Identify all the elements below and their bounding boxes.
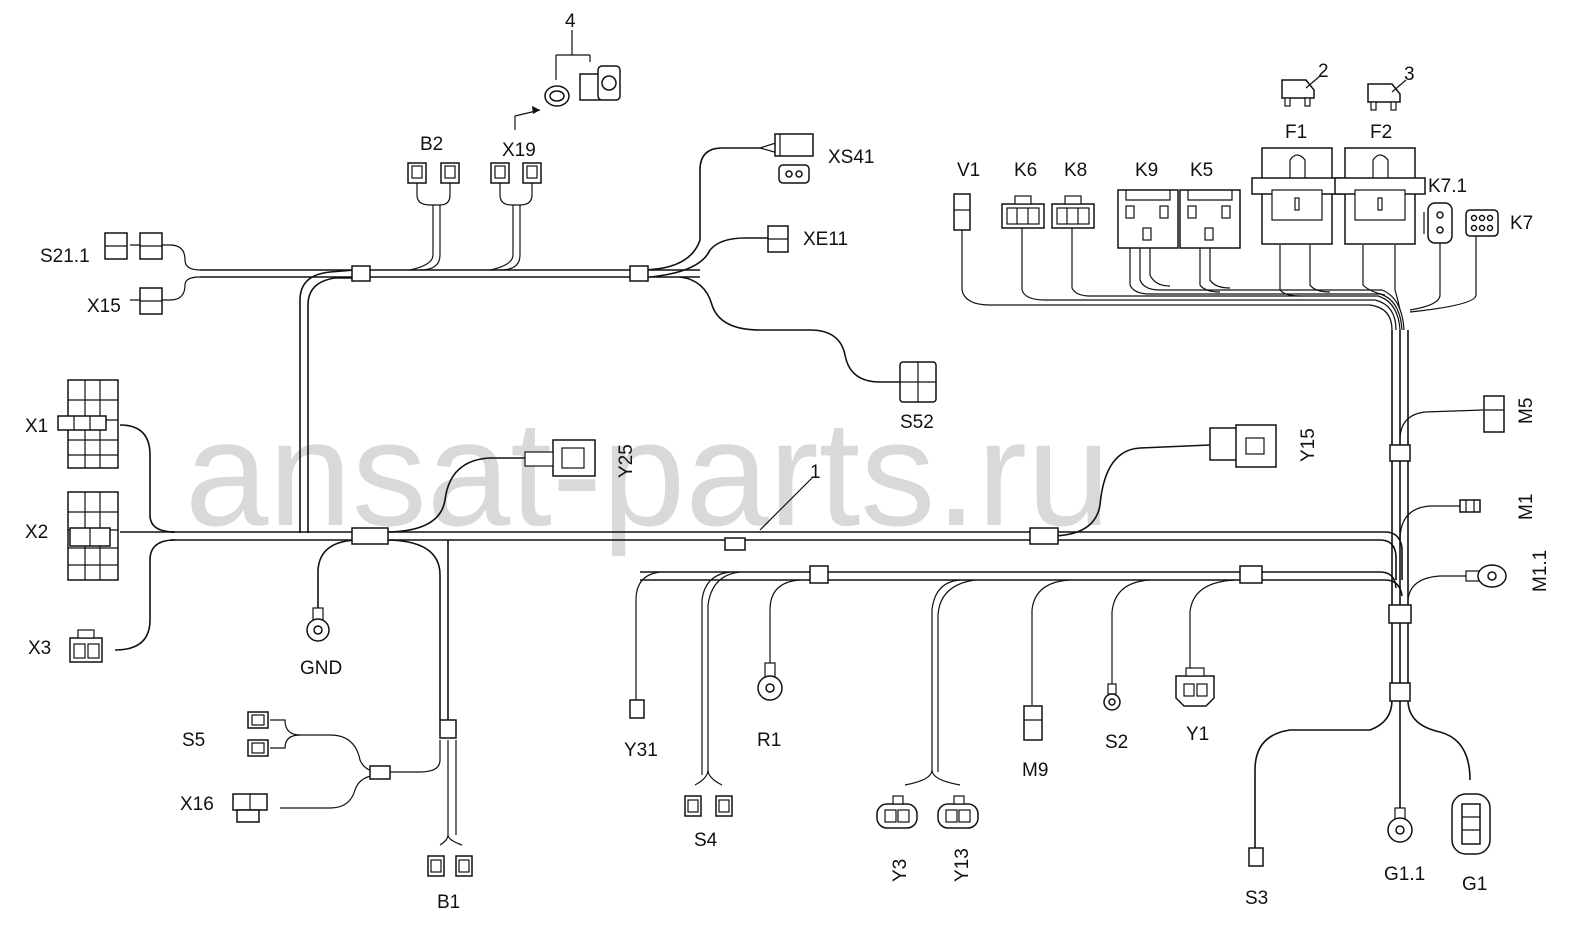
fuse-holder-F2[interactable]	[1334, 147, 1426, 245]
ring-terminal-M1-1[interactable]	[1465, 564, 1507, 588]
label-G1-1: G1.1	[1384, 864, 1425, 885]
label-X19: X19	[502, 140, 536, 161]
connector-S21-1[interactable]	[104, 232, 163, 260]
ring-terminal-GND[interactable]	[306, 607, 330, 642]
label-K8: K8	[1064, 160, 1087, 181]
harness-clips	[351, 265, 1412, 780]
connector-X19[interactable]	[490, 162, 542, 184]
part-number-2: 2	[1318, 61, 1329, 82]
label-S3: S3	[1245, 888, 1268, 909]
label-S2: S2	[1105, 732, 1128, 753]
connector-V1[interactable]	[953, 193, 971, 231]
connector-Y1[interactable]	[1175, 667, 1215, 707]
label-X15: X15	[87, 296, 121, 317]
label-Y13: Y13	[952, 848, 973, 882]
label-K9: K9	[1135, 160, 1158, 181]
connector-S4[interactable]	[684, 795, 733, 817]
label-Y31: Y31	[624, 740, 658, 761]
connector-M9[interactable]	[1023, 705, 1043, 741]
connector-XE11[interactable]	[767, 225, 789, 253]
label-G1: G1	[1462, 874, 1487, 895]
connector-Y25[interactable]	[524, 439, 596, 477]
connector-K7-1[interactable]	[1423, 202, 1453, 244]
label-K7: K7	[1510, 213, 1533, 234]
label-XS41: XS41	[828, 147, 874, 168]
ignition-switch-part-4[interactable]	[514, 30, 621, 130]
label-S4: S4	[694, 830, 718, 851]
connector-S52[interactable]	[899, 361, 937, 403]
relay-K5[interactable]	[1179, 189, 1241, 249]
label-Y3: Y3	[890, 859, 911, 882]
label-X16: X16	[180, 794, 214, 815]
relay-K6[interactable]	[1001, 195, 1045, 229]
label-F2: F2	[1370, 122, 1392, 143]
label-S52: S52	[900, 412, 934, 433]
connector-S5[interactable]	[247, 711, 269, 757]
label-Y25: Y25	[616, 444, 637, 478]
connector-B2[interactable]	[407, 162, 460, 184]
connector-G1[interactable]	[1451, 793, 1491, 855]
label-M1: M1	[1516, 494, 1537, 520]
connector-M5[interactable]	[1483, 395, 1505, 433]
ring-terminal-S2[interactable]	[1103, 683, 1121, 711]
ring-terminal-R1[interactable]	[757, 662, 783, 701]
label-K5: K5	[1190, 160, 1213, 181]
label-K6: K6	[1014, 160, 1037, 181]
connector-S3[interactable]	[1248, 847, 1264, 867]
fuse-part-3[interactable]	[1367, 79, 1407, 111]
connector-B1[interactable]	[427, 855, 473, 877]
connector-Y3[interactable]	[876, 795, 918, 829]
watermark: ansat-parts.ru	[185, 389, 1110, 557]
connector-Y13[interactable]	[937, 795, 979, 829]
part-number-4: 4	[565, 11, 576, 32]
connector-X15[interactable]	[139, 287, 163, 315]
connector-M1[interactable]	[1459, 499, 1481, 513]
label-S5: S5	[182, 730, 205, 751]
label-R1: R1	[757, 730, 781, 751]
connector-X1[interactable]	[57, 379, 119, 469]
relay-K9[interactable]	[1117, 189, 1179, 249]
label-Y15: Y15	[1298, 428, 1319, 462]
label-B2: B2	[420, 134, 443, 155]
label-B1: B1	[437, 892, 460, 913]
part-number-1: 1	[810, 462, 821, 483]
label-M1-1: M1.1	[1530, 550, 1551, 592]
connector-X3[interactable]	[69, 629, 103, 663]
connector-X2[interactable]	[67, 491, 119, 581]
label-F1: F1	[1285, 122, 1307, 143]
label-V1: V1	[957, 160, 980, 181]
relay-K8[interactable]	[1051, 195, 1095, 229]
fuse-part-2[interactable]	[1281, 75, 1321, 107]
label-X3: X3	[28, 638, 51, 659]
connector-K7[interactable]	[1465, 209, 1499, 237]
label-X2: X2	[25, 522, 48, 543]
label-XE11: XE11	[803, 229, 848, 250]
label-M9: M9	[1022, 760, 1048, 781]
connector-Y15[interactable]	[1209, 424, 1277, 468]
label-K7-1: K7.1	[1428, 176, 1467, 197]
label-X1: X1	[25, 416, 48, 437]
fuse-holder-F1[interactable]	[1251, 147, 1343, 245]
label-M5: M5	[1516, 398, 1537, 424]
label-Y1: Y1	[1186, 724, 1209, 745]
connector-X16[interactable]	[232, 793, 268, 823]
label-S21-1: S21.1	[40, 246, 90, 267]
ring-terminal-G1-1[interactable]	[1387, 807, 1413, 843]
leader-line-1	[759, 477, 813, 531]
connector-XS41[interactable]	[774, 133, 814, 184]
connector-Y31[interactable]	[629, 699, 645, 719]
part-number-3: 3	[1404, 64, 1415, 85]
label-GND: GND	[300, 658, 342, 679]
